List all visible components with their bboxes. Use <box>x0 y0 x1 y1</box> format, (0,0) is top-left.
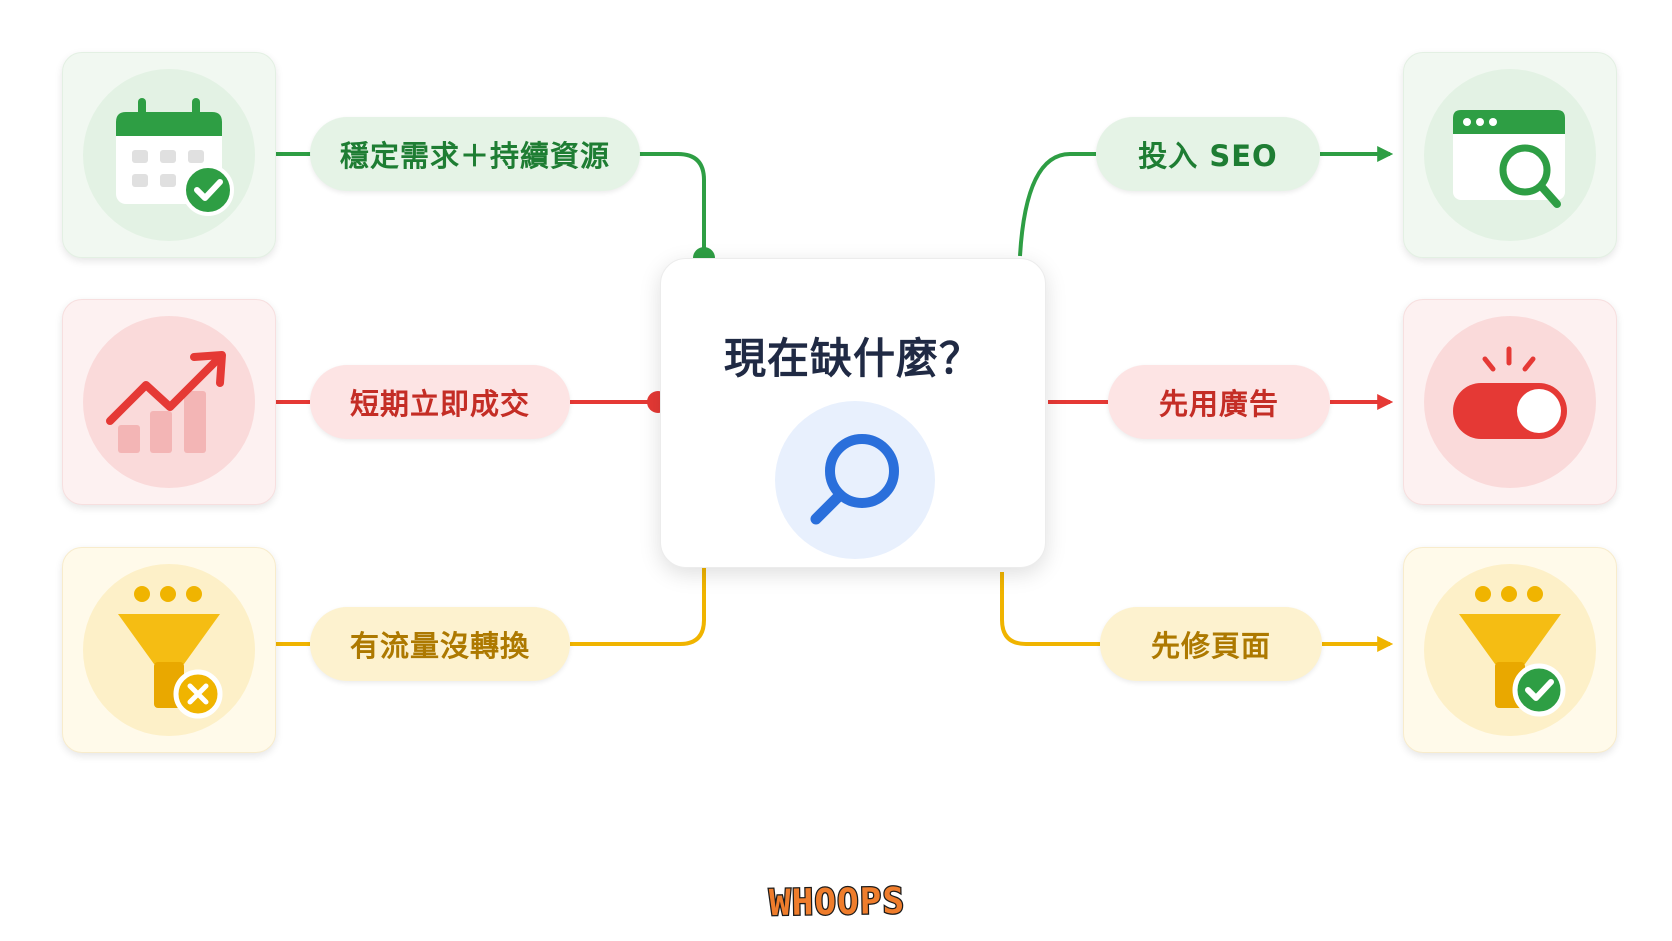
tile-disc <box>1424 69 1596 241</box>
connector-right-yellow <box>1000 572 1100 646</box>
connector-left-yellow <box>276 540 706 646</box>
tile-short-term-deal <box>62 299 276 505</box>
tile-disc <box>83 316 255 488</box>
funnel-x-icon <box>118 586 223 719</box>
funnel-check-icon <box>1459 586 1566 717</box>
tile-traffic-no-conversion <box>62 547 276 753</box>
pill-use-ads-first: 先用廣告 <box>1108 365 1330 439</box>
ad-toggle-icon <box>1453 346 1567 439</box>
search-icon <box>810 434 899 525</box>
tile-ads <box>1403 299 1617 505</box>
brand-text: WHOOPS <box>769 881 906 922</box>
tile-seo <box>1403 52 1617 258</box>
whoops-logo: WHOOPS <box>767 880 906 922</box>
pill-fix-page-first: 先修頁面 <box>1100 607 1322 681</box>
pill-invest-seo: 投入 SEO <box>1096 117 1320 191</box>
tile-disc <box>83 69 255 241</box>
trend-up-chart-icon <box>106 351 226 453</box>
tile-disc <box>83 564 255 736</box>
pill-traffic-no-conversion: 有流量沒轉換 <box>310 607 570 681</box>
center-search-disc <box>775 401 935 559</box>
tile-disc <box>1424 564 1596 736</box>
connector-right-green <box>1018 152 1096 257</box>
calendar-check-icon <box>116 98 234 216</box>
connector-left-green <box>274 152 706 258</box>
center-question-card: 現在缺什麼？ <box>660 258 1046 568</box>
center-title: 現在缺什麼？ <box>723 334 982 383</box>
browser-search-icon <box>1453 110 1565 208</box>
tile-fix-page <box>1403 547 1617 753</box>
pill-stable-demand: 穩定需求＋持續資源 <box>310 117 640 191</box>
tile-disc <box>1424 316 1596 488</box>
tile-stable-demand <box>62 52 276 258</box>
pill-short-term-deal: 短期立即成交 <box>310 365 570 439</box>
